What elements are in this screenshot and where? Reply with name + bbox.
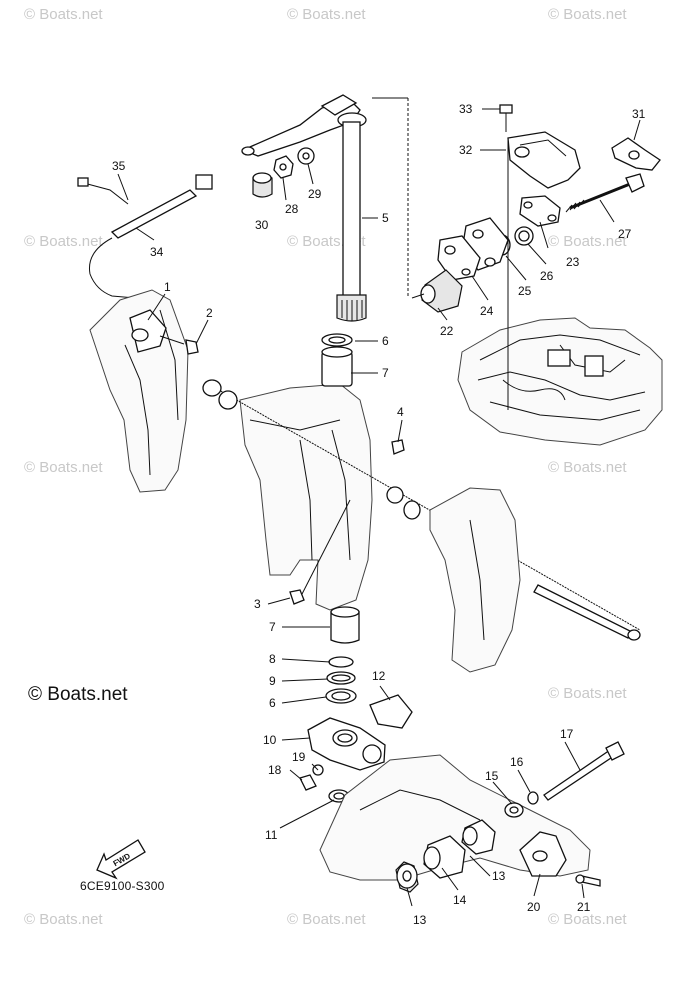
callout-31: 31 [632,107,646,121]
callout-3: 3 [254,597,261,611]
watermark: © Boats.net [548,233,627,250]
wire-harness-34-35 [77,174,213,299]
leader-lines [117,108,641,907]
watermark: © Boats.net [24,459,103,476]
watermark: © Boats.net [548,6,627,23]
callout-19: 19 [292,750,306,764]
callout-25: 25 [518,284,532,298]
engine-base-illustration [457,317,663,446]
callout-18: 18 [268,763,282,777]
callout-10: 10 [263,733,277,747]
callout-30: 30 [255,218,269,232]
tilt-axis-and-right-bracket [202,379,641,673]
callout-9: 9 [269,674,276,688]
callout-2: 2 [206,306,213,320]
fwd-arrow-icon: FWD [96,839,146,880]
callout-7: 7 [382,366,389,380]
upper-mount-bracket [499,104,661,189]
callout-35: 35 [112,159,126,173]
callout-8: 8 [269,652,276,666]
callout-33: 33 [459,102,473,116]
callout-12: 12 [372,669,386,683]
watermark: © Boats.net [548,459,627,476]
steering-shaft-assembly [241,94,367,322]
left-clamp-bracket [89,289,199,493]
callout-14: 14 [453,893,467,907]
callout-5: 5 [382,211,389,225]
callout-4: 4 [397,405,404,419]
callout-16: 16 [510,755,524,769]
callout-17: 17 [560,727,574,741]
callout-7b: 7 [269,620,276,634]
callout-13: 13 [492,869,506,883]
callout-26: 26 [540,269,554,283]
callout-32: 32 [459,143,473,157]
callout-28: 28 [285,202,299,216]
swivel-bracket [239,333,373,611]
watermark: © Boats.net [287,911,366,928]
callout-20: 20 [527,900,541,914]
callout-24: 24 [480,304,494,318]
callout-21: 21 [577,900,591,914]
callout-1: 1 [164,280,171,294]
nut-washer-cap-parts [252,147,315,198]
callout-27: 27 [618,227,632,241]
watermark: © Boats.net [24,233,103,250]
mount-plates-22-26 [411,195,561,313]
grease-nipples-3-4 [289,439,405,605]
brand-label: © Boats.net [28,684,128,705]
watermark: © Boats.net [24,6,103,23]
watermark: © Boats.net [548,911,627,928]
callout-22: 22 [440,324,454,338]
callout-29: 29 [308,187,322,201]
lower-mount-parts [395,741,625,893]
watermark: © Boats.net [548,685,627,702]
lower-bushings [325,606,360,704]
callout-13b: 13 [413,913,427,927]
callout-15: 15 [485,769,499,783]
watermark: © Boats.net [24,911,103,928]
callout-11: 11 [265,828,278,842]
callout-34: 34 [150,245,164,259]
mount-bolt-27 [565,173,645,213]
callout-23: 23 [566,255,580,269]
watermark: © Boats.net [287,6,366,23]
callout-numbers: 1 2 3 4 5 6 6 7 7 8 9 10 11 12 13 13 14 … [112,102,646,927]
diagram-code: 6CE9100-S300 [80,879,165,893]
callout-6b: 6 [269,696,276,710]
callout-6: 6 [382,334,389,348]
